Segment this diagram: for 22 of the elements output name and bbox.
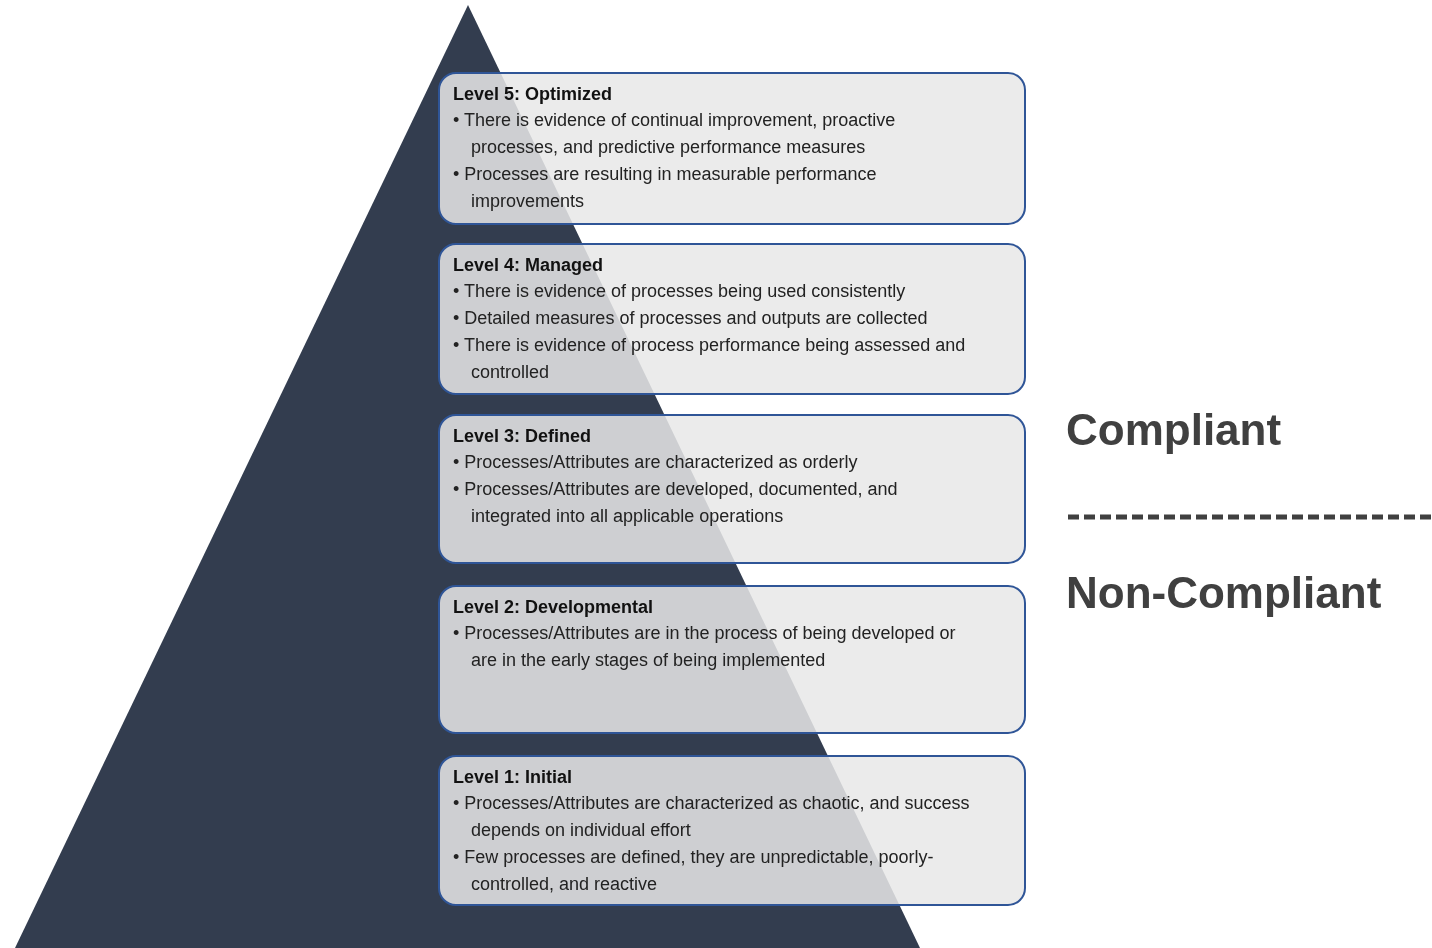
bullet-point: • Few processes are defined, they are unpredictable, poorly-controlled, and reactive (453, 846, 935, 896)
level-heading: Level 2: Developmental (453, 597, 654, 618)
bullet-point: • Processes/Attributes are in the process of being developed or are in the early stages of being implemented (453, 622, 957, 672)
bullet-point: • Detailed measures of processes and outputs are collected (453, 307, 929, 330)
status-label: Non-Compliant (1066, 568, 1382, 618)
level-box (438, 414, 1026, 564)
level-heading: Level 1: Initial (453, 767, 573, 788)
bullet-point: • There is evidence of continual improvement, proactive processes, and predictive performance measures (453, 109, 897, 159)
level-heading: Level 4: Managed (453, 255, 604, 276)
bullet-point: • Processes/Attributes are developed, documented, and integrated into all applicable operations (453, 478, 899, 528)
level-box (438, 243, 1026, 395)
level-heading: Level 3: Defined (453, 426, 592, 447)
bullet-point: • Processes are resulting in measurable performance improvements (453, 163, 878, 213)
level-box (438, 72, 1026, 225)
bullet-point: • There is evidence of processes being used consistently (453, 280, 907, 303)
status-label: Compliant (1066, 405, 1282, 455)
level-heading: Level 5: Optimized (453, 84, 613, 105)
bullet-point: • There is evidence of process performance being assessed and controlled (453, 334, 967, 384)
level-box (438, 585, 1026, 734)
level-box (438, 755, 1026, 906)
bullet-point: • Processes/Attributes are characterized as chaotic, and success depends on individual effort (453, 792, 971, 842)
bullet-point: • Processes/Attributes are characterized as orderly (453, 451, 859, 474)
